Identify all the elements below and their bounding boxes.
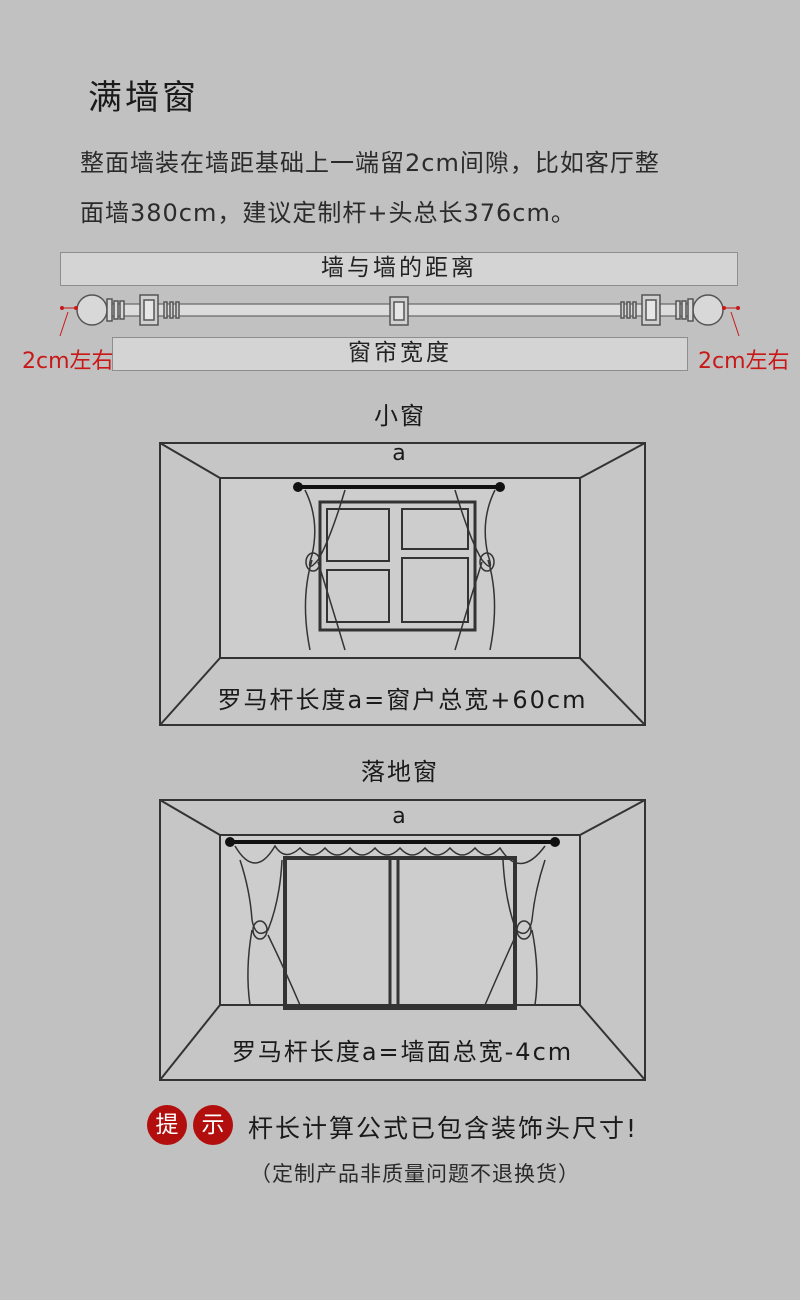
curtain-width-bar: 窗帘宽度 <box>112 337 688 371</box>
description-line-2: 面墙380cm，建议定制杆+头总长376cm。 <box>80 199 576 227</box>
finial-right <box>675 294 724 326</box>
gap-marker-right <box>722 306 740 337</box>
tip-badge-1: 提 <box>147 1105 187 1145</box>
tip-note: （定制产品非质量问题不退换货） <box>250 1162 580 1186</box>
small-window-curtains <box>304 489 496 651</box>
finial-left <box>76 294 125 326</box>
page-title: 满墙窗 <box>88 78 199 118</box>
gap-label-left: 2cm左右 <box>22 349 114 374</box>
bracket-right <box>620 294 661 326</box>
small-window-heading: 小窗 <box>374 402 426 430</box>
tip-text: 杆长计算公式已包含装饰头尺寸! <box>248 1114 639 1143</box>
bracket-center <box>389 296 409 326</box>
floor-window-curtains <box>239 859 546 1006</box>
small-window-rod-label: a <box>392 441 408 466</box>
floor-window-formula: 罗马杆长度a=墙面总宽-4cm <box>231 1038 574 1066</box>
bracket-left <box>139 294 180 326</box>
gap-label-right: 2cm左右 <box>698 349 790 374</box>
tip-badge-2: 示 <box>193 1105 233 1145</box>
small-window-formula: 罗马杆长度a=窗户总宽+60cm <box>217 686 588 714</box>
floor-window-heading: 落地窗 <box>361 758 439 786</box>
description-line-1: 整面墙装在墙距基础上一端留2cm间隙，比如客厅整 <box>80 149 660 177</box>
wall-distance-bar: 墙与墙的距离 <box>60 252 738 286</box>
gap-marker-left <box>59 306 78 337</box>
floor-window-rod-label: a <box>392 804 408 829</box>
